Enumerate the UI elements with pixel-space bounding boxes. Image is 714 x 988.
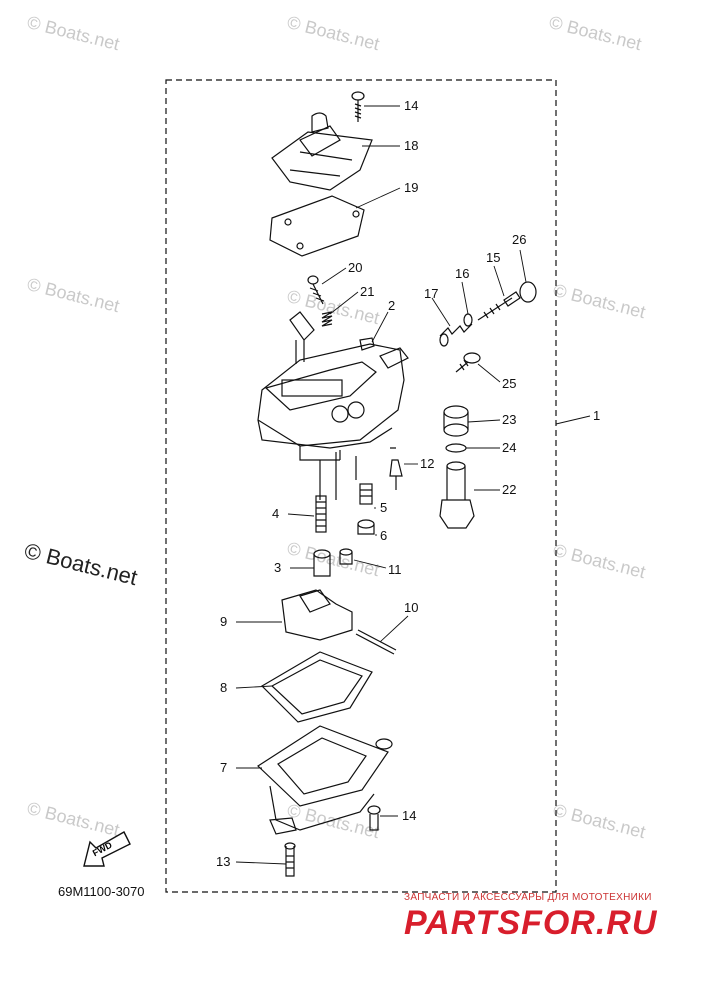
part-float-bowl-7: [257, 725, 393, 835]
callout-22: 22: [502, 482, 517, 497]
part-collar-23: [443, 405, 469, 437]
part-pin-10: [355, 629, 397, 655]
callout-24: 24: [502, 440, 517, 455]
part-needle-15: [477, 291, 521, 321]
callout-1: 1: [593, 408, 601, 423]
part-screw-14-top: [351, 91, 365, 122]
callout-25: 25: [502, 376, 517, 391]
callout-18: 18: [404, 138, 419, 153]
part-shaft-22: [439, 461, 475, 529]
callout-11: 11: [388, 562, 402, 577]
callout-8: 8: [220, 680, 228, 695]
part-screw-20: [307, 275, 325, 305]
fwd-arrow-icon: [83, 831, 131, 867]
callout-12: 12: [420, 456, 435, 471]
part-float-9: [281, 589, 353, 641]
callout-21: 21: [360, 284, 375, 299]
part-screw-11: [339, 548, 353, 565]
callout-3: 3: [274, 560, 282, 575]
part-cover-18: [271, 112, 373, 191]
part-carburetor-body-1: [257, 311, 409, 500]
part-main-jet-3: [313, 549, 331, 577]
callout-9: 9: [220, 614, 228, 629]
part-jet-12: [389, 459, 403, 490]
callout-14-bottom: 14: [402, 808, 417, 823]
callout-10: 10: [404, 600, 419, 615]
callout-16: 16: [455, 266, 470, 281]
footer-subtitle: ЗАПЧАСТИ И АКСЕССУАРЫ ДЛЯ МОТОТЕХНИКИ: [404, 892, 652, 903]
part-gasket-8: [261, 651, 373, 723]
callout-19: 19: [404, 180, 419, 195]
part-cap-26: [519, 281, 537, 303]
part-spring-17: [439, 323, 473, 347]
footer-logo[interactable]: PARTSFOR.RU: [404, 904, 658, 942]
callout-13: 13: [216, 854, 231, 869]
callout-15: 15: [486, 250, 501, 265]
part-plug-2: [359, 337, 375, 351]
callout-17: 17: [424, 286, 439, 301]
part-jet-6: [357, 519, 375, 535]
part-gasket-19: [269, 195, 365, 257]
callout-leaders: [235, 105, 591, 865]
part-oring-16: [463, 313, 473, 327]
assembly-boundary: [165, 79, 557, 893]
callout-14-top: 14: [404, 98, 419, 113]
callout-7: 7: [220, 760, 228, 775]
part-screw-13: [284, 842, 296, 877]
callout-26: 26: [512, 232, 527, 247]
part-spring-21: [321, 311, 333, 327]
part-screw-14-bottom: [367, 805, 381, 831]
callout-4: 4: [272, 506, 280, 521]
part-oring-24: [445, 443, 467, 453]
diagram-code: 69M1100-3070: [58, 884, 145, 899]
callout-2: 2: [388, 298, 396, 313]
callout-23: 23: [502, 412, 517, 427]
callout-6: 6: [380, 528, 388, 543]
part-jet-5: [359, 483, 373, 505]
part-screw-25: [455, 352, 481, 373]
callout-5: 5: [380, 500, 388, 515]
callout-20: 20: [348, 260, 363, 275]
part-nozzle-4: [315, 495, 327, 533]
